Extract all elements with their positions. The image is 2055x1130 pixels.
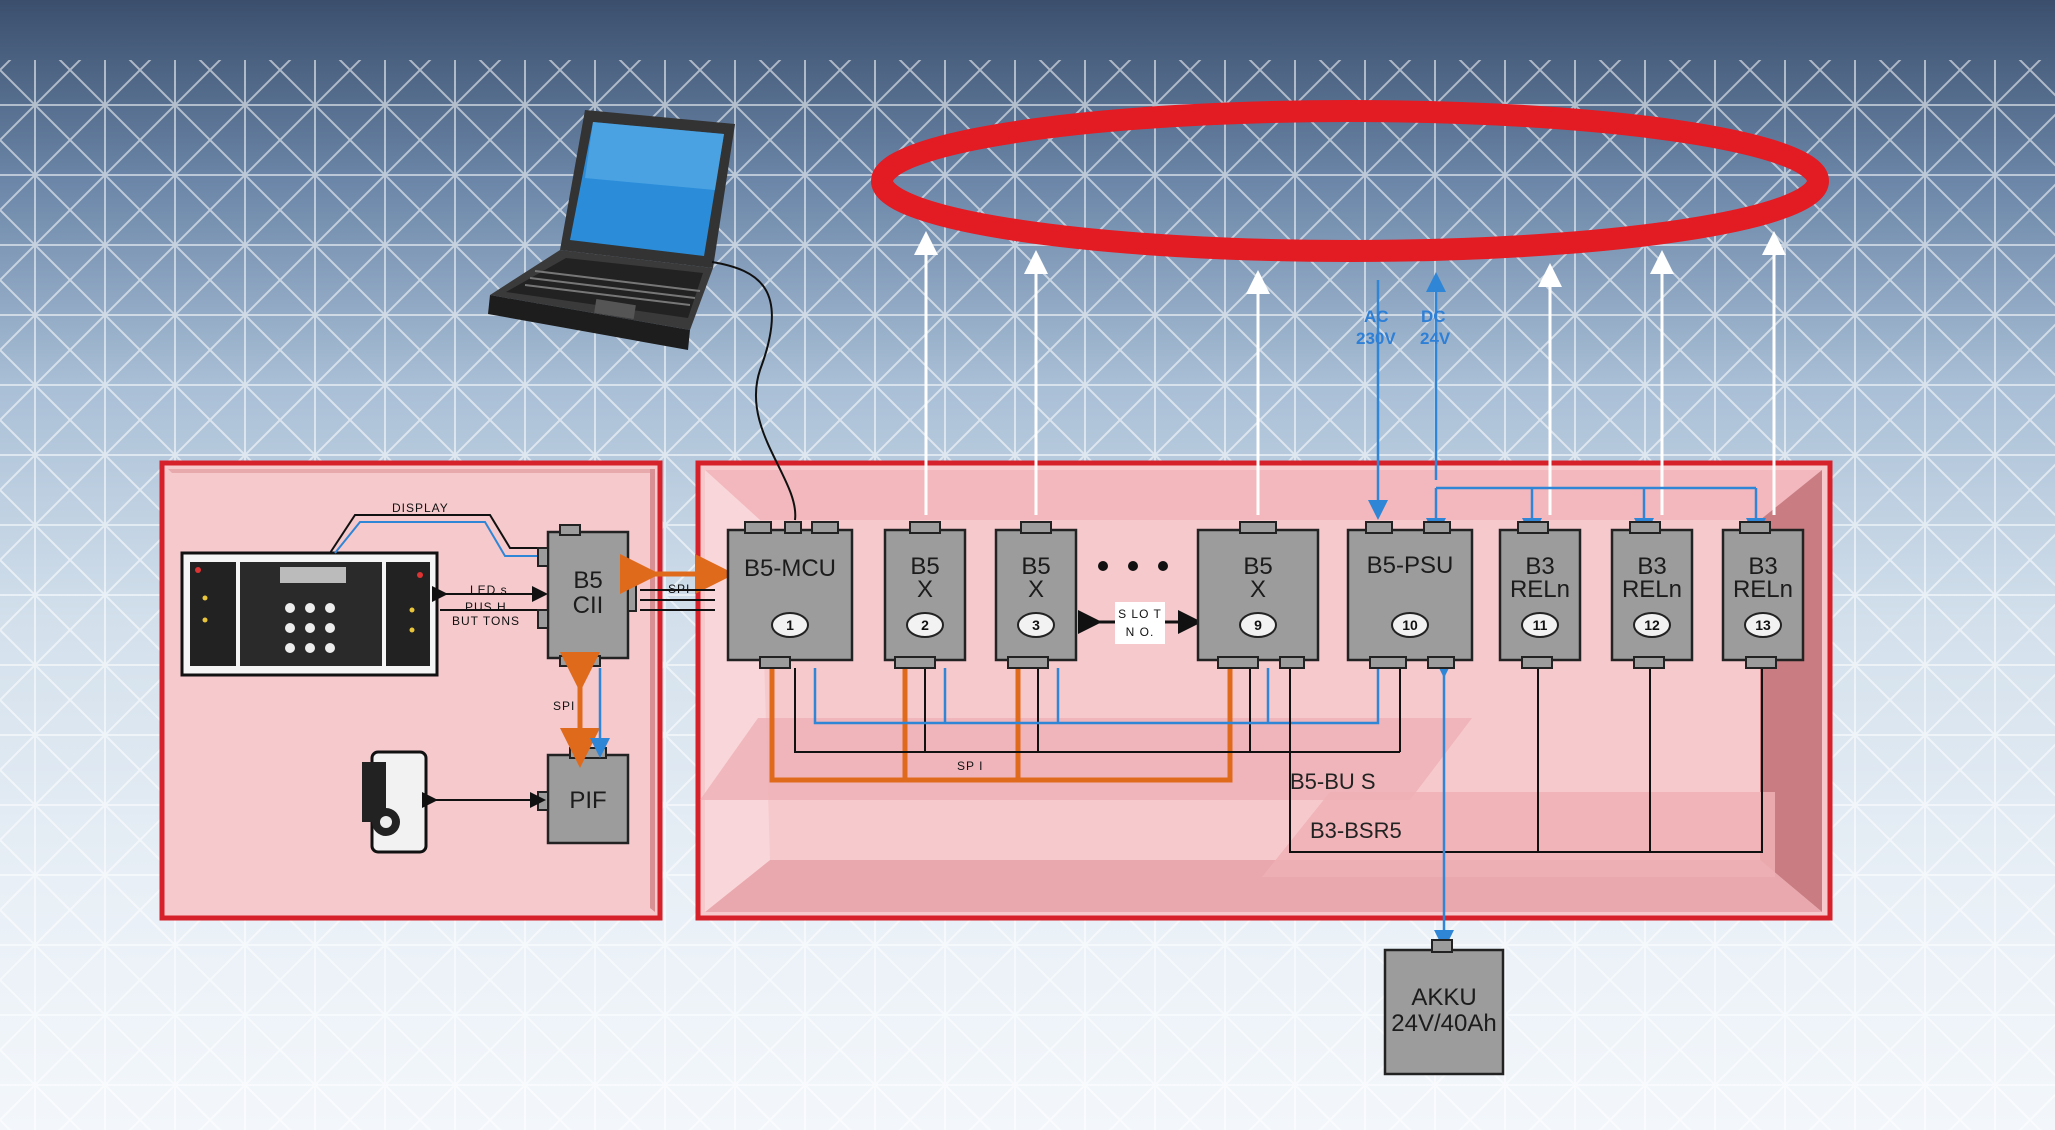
slot-label-box [1115,602,1165,644]
module-pif: PIF [537,747,630,845]
x2-line1: B5 [910,553,939,580]
laptop-cable [711,261,797,521]
display-line-black [329,514,545,554]
label-spi-mcu: SPI [668,582,690,596]
x3-line2: X [1028,576,1044,603]
network-ring [871,100,1829,262]
card-reader-icon [362,750,428,854]
module-b5-mcu: B5-MCU 1 [726,521,854,669]
x9-line1: B5 [1243,553,1272,580]
x3-line1: B5 [1021,553,1050,580]
module-b5-x-9: B5 X 9 [1196,521,1320,669]
pif-label: PIF [569,787,606,814]
control-panel-device [180,551,439,677]
rel13-line2: RELn [1733,576,1793,603]
module-b3-reln-12: B3 RELn 12 [1610,521,1694,669]
x2-slot: 2 [921,617,929,633]
label-spi-bus: SP I [957,759,983,773]
rel11-slot: 11 [1533,617,1548,633]
module-b5-x-3: B5 X 3 [994,521,1078,669]
module-b5-cii: B5 CII [537,524,637,667]
psu-label: B5-PSU [1367,552,1454,579]
module-b5-psu: B5-PSU 10 [1346,521,1474,669]
rel11-line2: RELn [1510,576,1570,603]
module-b3-reln-11: B3 RELn 11 [1498,521,1582,669]
display-line-blue [334,521,545,557]
akku-line1: AKKU [1411,984,1476,1011]
label-dc: DC [1421,307,1446,326]
b5-bus-wiring [769,668,1401,783]
akku-line2: 24V/40Ah [1391,1010,1496,1037]
rel12-line2: RELn [1622,576,1682,603]
module-akku: AKKU 24V/40Ah [1383,939,1505,1076]
cii-line1: B5 [573,567,602,594]
label-b5-bus: B5-BU S [1290,769,1376,794]
label-b3-bsr5: B3-BSR5 [1310,818,1402,843]
mcu-label: B5-MCU [744,555,836,582]
x9-slot: 9 [1254,617,1262,633]
rel11-line1: B3 [1525,553,1554,580]
x2-line2: X [917,576,933,603]
field-links [914,231,1786,515]
label-display: DISPLAY [392,501,449,515]
label-push1: PUS H [465,600,507,614]
module-b3-reln-13: B3 RELn 13 [1721,521,1805,669]
label-slot-no: N O. [1126,625,1155,639]
rel12-line1: B3 [1637,553,1666,580]
label-ac-voltage: 230V [1356,329,1396,348]
ellipsis-dots [1098,561,1168,571]
label-push2: BUT TONS [452,614,520,628]
label-spi-cii: SPI [553,699,575,713]
laptop-icon [488,110,735,350]
label-dc-voltage: 24V [1420,329,1451,348]
label-ac: AC [1364,307,1389,326]
cii-line2: CII [573,592,604,619]
rel13-slot: 13 [1755,617,1771,633]
label-slot: S LO T [1118,607,1162,621]
b3-bsr5-wiring [1289,668,1763,853]
rel12-slot: 12 [1644,617,1660,633]
label-leds: LED s [470,583,508,597]
module-b5-x-2: B5 X 2 [883,521,967,669]
x3-slot: 3 [1032,617,1040,633]
x9-line2: X [1250,576,1266,603]
mcu-slot: 1 [786,617,794,633]
rel13-line1: B3 [1748,553,1777,580]
psu-slot: 10 [1402,617,1418,633]
